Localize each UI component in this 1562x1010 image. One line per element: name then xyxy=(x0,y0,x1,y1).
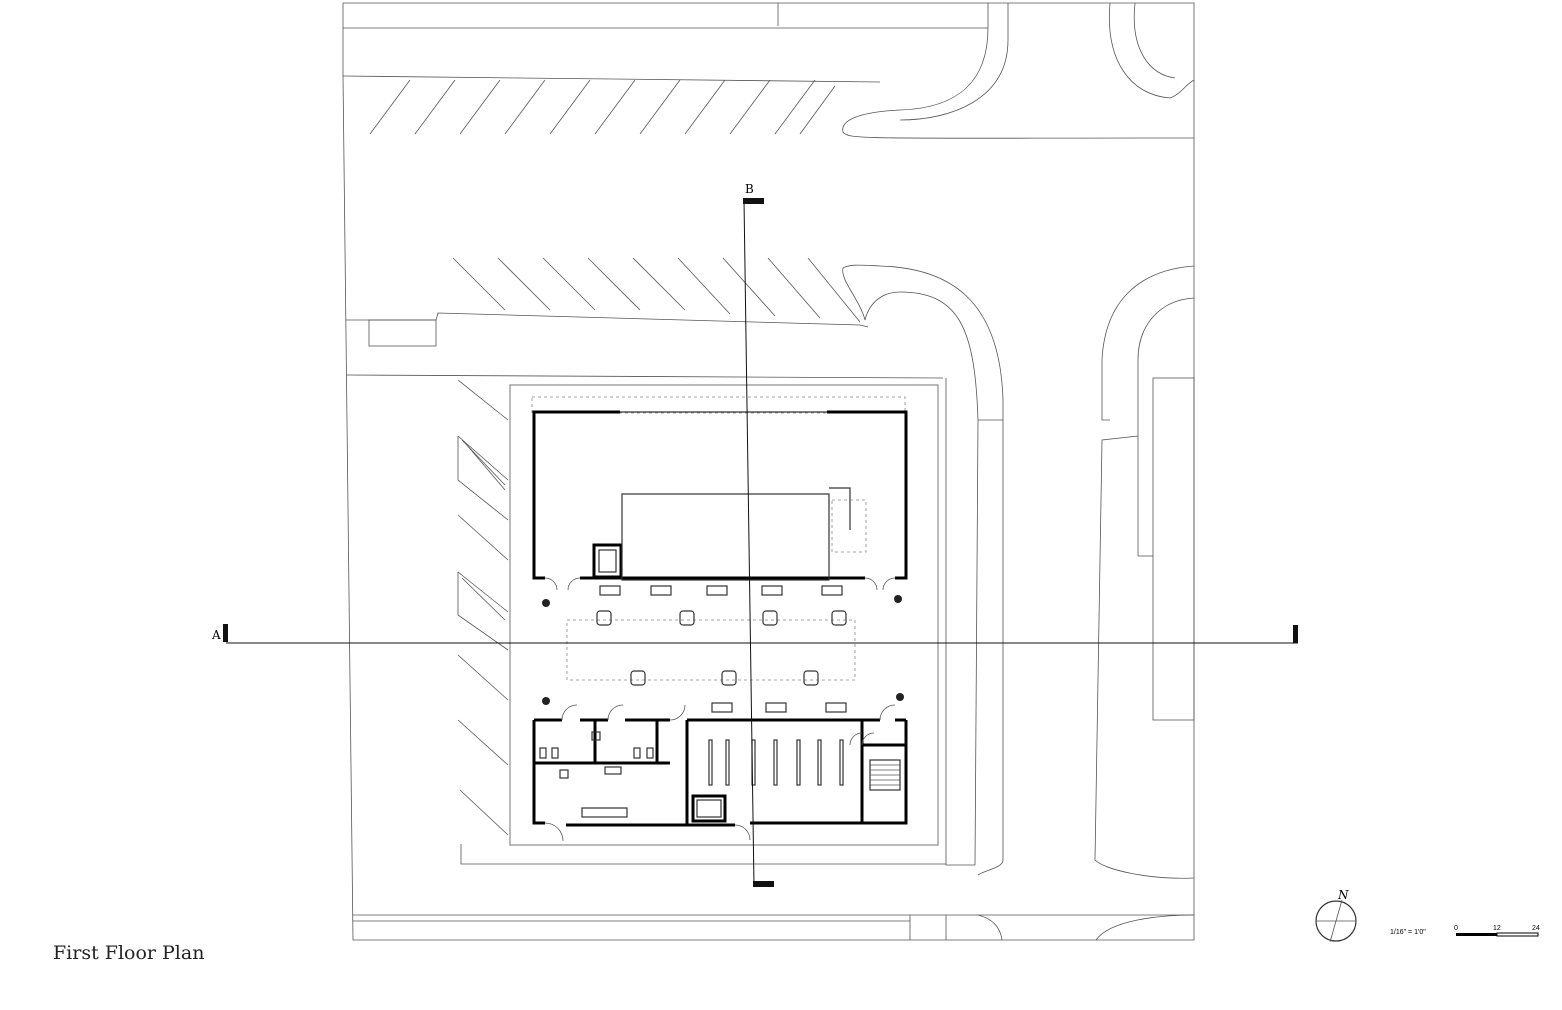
section-cut-lines xyxy=(223,198,1298,887)
courtyard xyxy=(542,585,904,713)
parking-stripes xyxy=(345,79,946,865)
building-pad xyxy=(509,384,939,846)
section-marker-a: A xyxy=(211,628,221,642)
scale-text: 1/16" = 1'0" xyxy=(1390,929,1426,936)
road-curbs xyxy=(842,2,1195,941)
section-marker-b: B xyxy=(745,182,754,196)
north-arrow-icon: N xyxy=(1315,888,1357,943)
scale-tick-0: 0 xyxy=(1454,925,1458,932)
plan-caption: First Floor Plan xyxy=(53,942,205,964)
scale-tick-24: 24 xyxy=(1532,925,1540,932)
site-boundary xyxy=(342,2,1195,941)
tree-icon xyxy=(542,595,904,705)
scale-tick-12: 12 xyxy=(1493,925,1501,932)
north-label: N xyxy=(1337,888,1349,902)
south-block xyxy=(532,704,908,842)
scale-bar: 1/16" = 1'0" 0 12 24 xyxy=(1390,925,1540,937)
north-hall xyxy=(532,410,908,591)
